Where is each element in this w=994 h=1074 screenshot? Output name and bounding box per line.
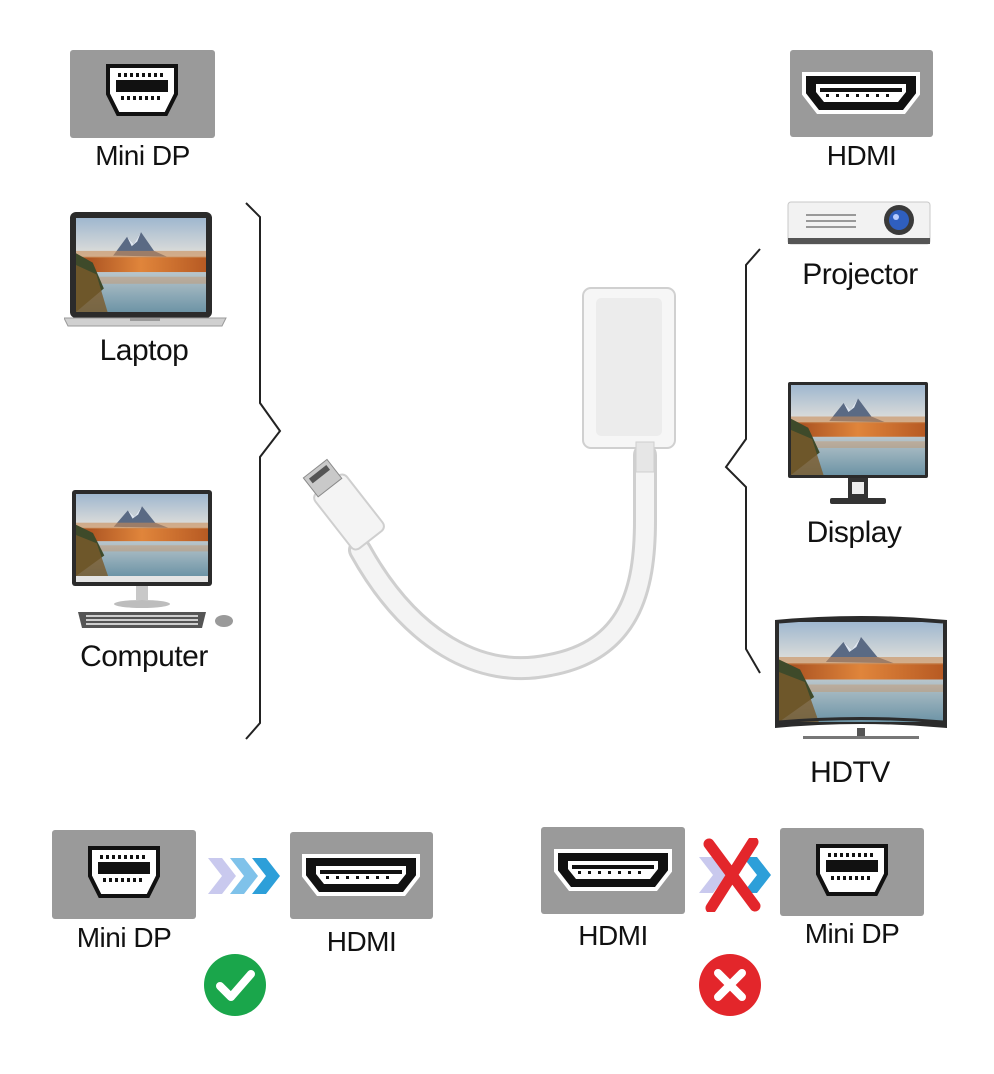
mini-dp-port-icon	[88, 846, 160, 898]
target-label-hdtv: HDTV	[810, 756, 890, 789]
supported-to-hdmi-box	[290, 832, 433, 919]
mini-dp-port-icon	[816, 844, 888, 896]
unsupported-from-label: HDMI	[578, 920, 648, 951]
unsupported-to-mini-dp-box	[780, 828, 924, 916]
left-brace	[245, 202, 282, 740]
blocked-direction-arrows-icon	[699, 838, 771, 912]
projector-icon	[786, 200, 932, 252]
monitor-icon	[786, 380, 930, 510]
mini-dp-to-hdmi-adapter-image	[302, 287, 676, 681]
hdmi-port-icon	[554, 849, 672, 891]
desktop-computer-icon	[70, 488, 240, 636]
supported-from-label: Mini DP	[76, 922, 172, 953]
supported-from-mini-dp-box	[52, 830, 196, 919]
supported-to-label: HDMI	[326, 926, 397, 957]
hdmi-port-icon	[802, 72, 920, 114]
source-label-laptop: Laptop	[99, 334, 189, 367]
supported-direction-arrows-icon	[208, 858, 280, 894]
curved-tv-icon	[773, 612, 949, 742]
check-circle-icon	[204, 954, 266, 1016]
x-circle-icon	[699, 954, 761, 1016]
unsupported-from-hdmi-box	[541, 827, 685, 914]
target-label-projector: Projector	[802, 258, 918, 291]
right-brace	[724, 248, 761, 674]
unsupported-to-label: Mini DP	[804, 918, 900, 949]
hdmi-port-box	[790, 50, 933, 137]
laptop-icon	[64, 210, 229, 328]
target-label-display: Display	[806, 516, 902, 549]
mini-dp-port-box	[70, 50, 215, 138]
hdmi-port-icon	[302, 854, 420, 896]
mini-dp-port-icon	[106, 64, 178, 116]
top-input-label: Mini DP	[95, 140, 190, 171]
source-label-computer: Computer	[80, 640, 208, 673]
top-output-label: HDMI	[826, 140, 897, 171]
